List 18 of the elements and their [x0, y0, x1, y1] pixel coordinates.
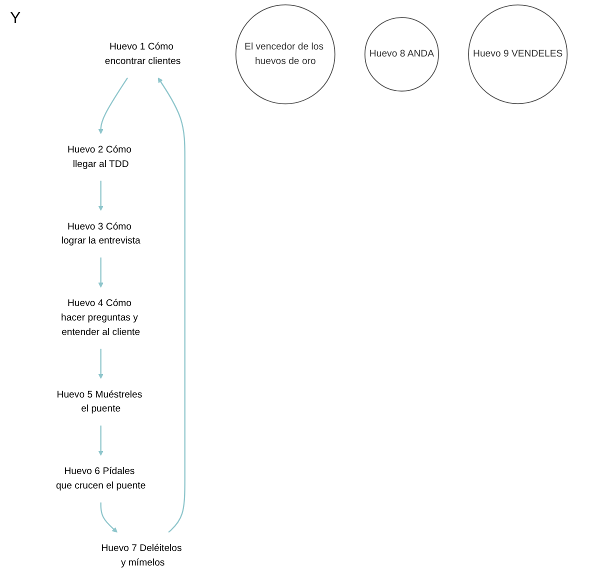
arrow — [98, 180, 104, 211]
arrow — [98, 348, 104, 379]
arrow — [98, 426, 104, 456]
arrow — [98, 258, 104, 288]
arrow — [98, 77, 128, 134]
node-text: Huevo 2 Cómo llegar al TDD — [67, 144, 132, 170]
node-circle: Huevo 9 VENDELES — [468, 4, 568, 104]
node-circle: Huevo 8 ANDA — [364, 17, 439, 92]
node-text: Huevo 4 Cómo hacer preguntas y entender al cliente — [61, 298, 140, 338]
node-text: Huevo 1 Cómo encontrar clientes — [104, 42, 181, 66]
node-text: Huevo 6 Pídales que crucen el puente — [56, 466, 146, 491]
connector-text: Y — [9, 9, 22, 29]
node-text: Huevo 3 Cómo lograr la entrevista — [61, 221, 140, 246]
arrow — [100, 502, 118, 533]
node-text: Huevo 7 Deléitelos y mímelos — [101, 543, 182, 568]
node-circle: El vencedor de los huevos de oro — [235, 4, 336, 104]
node-text: Huevo 5 Muéstreles el puente — [56, 390, 142, 414]
arrow — [158, 77, 186, 533]
